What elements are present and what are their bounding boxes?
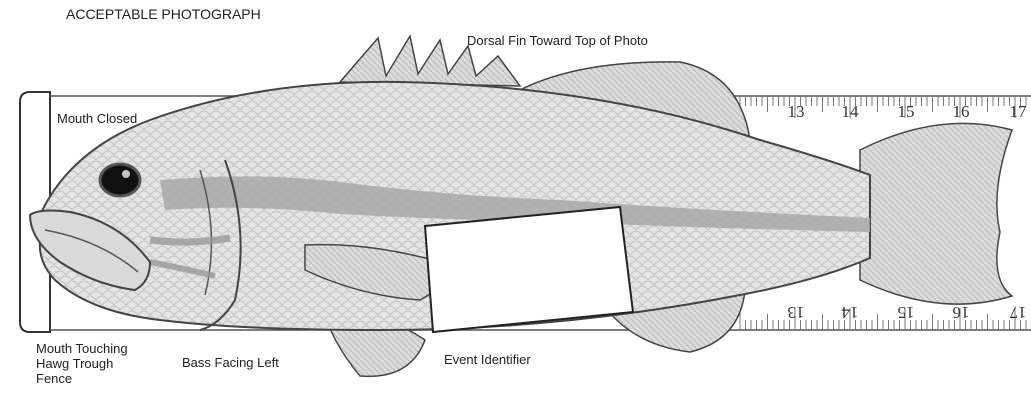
- ruler-number: 16: [953, 102, 970, 121]
- ruler-number: 14: [841, 303, 859, 322]
- fish-eye: [100, 164, 140, 196]
- mouth-closed-label: Mouth Closed: [57, 111, 137, 126]
- ruler-number: 17: [1009, 303, 1027, 322]
- mouth-touching-label: Mouth Touching Hawg Trough Fence: [36, 341, 128, 386]
- event-identifier-card: [425, 207, 633, 332]
- dorsal-fin-label: Dorsal Fin Toward Top of Photo: [467, 33, 648, 48]
- event-identifier-label: Event Identifier: [444, 352, 531, 367]
- ruler-top-numbers: 13 14 15 16 17: [788, 102, 1028, 121]
- diagram-title: ACCEPTABLE PHOTOGRAPH: [66, 7, 261, 22]
- ruler-number: 17: [1010, 102, 1028, 121]
- ruler-number: 13: [788, 303, 805, 322]
- caudal-fin: [860, 123, 1012, 304]
- largemouth-bass-illustration: [30, 36, 1012, 376]
- ruler-number: 14: [842, 102, 860, 121]
- ruler-number: 16: [953, 303, 970, 322]
- ruler-number: 13: [788, 102, 805, 121]
- ruler-number: 15: [898, 102, 915, 121]
- ruler-number: 15: [898, 303, 915, 322]
- bass-facing-left-label: Bass Facing Left: [182, 355, 279, 370]
- ruler-bottom-numbers: 13 14 15 16 17: [788, 303, 1027, 322]
